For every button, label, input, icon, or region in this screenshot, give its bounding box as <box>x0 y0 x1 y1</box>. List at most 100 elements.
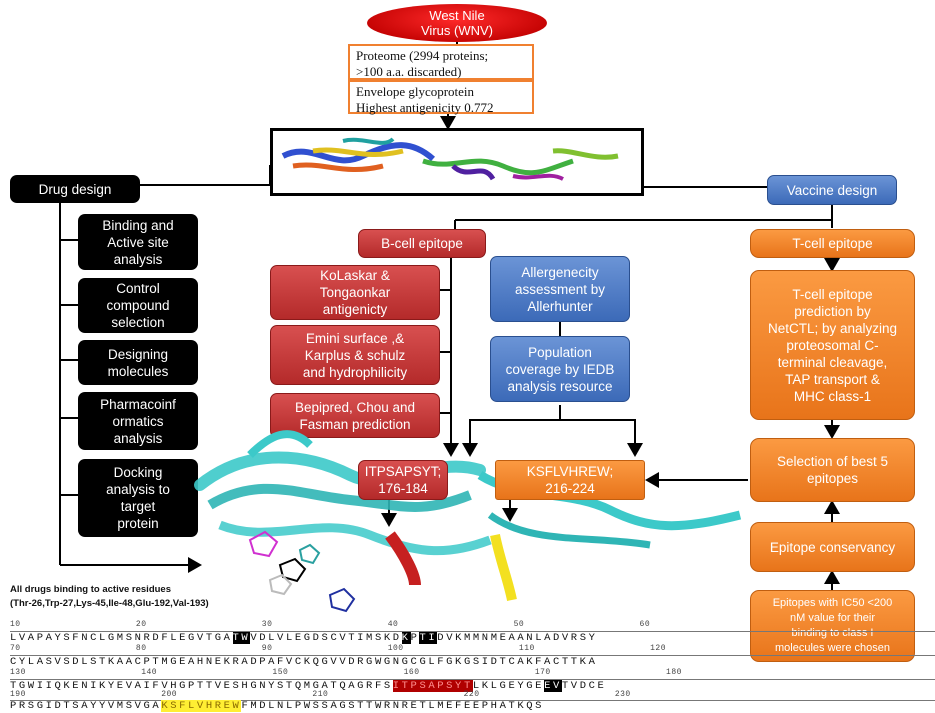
t-pred-line3: NetCTL; by analyzing <box>767 320 898 336</box>
ic50-box: Epitopes with IC50 <200 nM value for the… <box>750 590 915 662</box>
drug-step-1-line1: Binding and <box>102 217 174 233</box>
seq4-hl-t-epitope: KSFLVHREW <box>161 700 242 712</box>
drug-step-2: Control compound selection <box>78 278 198 333</box>
b-cell-epitope-strand <box>385 531 421 586</box>
sequence-ticks-4: 190 200 210 220 230 <box>10 690 631 699</box>
drug-step-5-line3: target <box>120 499 156 514</box>
ic50-line4: molecules were chosen <box>775 642 890 654</box>
sequence-row-1: LVAPAYSFNCLGMSNRDFLEGVTGATWVDLVLEGDSCVTI… <box>10 632 598 644</box>
drug-step-1-line2: Active site <box>107 234 169 250</box>
selection-line1: Selection of best 5 <box>776 454 889 469</box>
drug-step-5: Docking analysis to target protein <box>78 459 198 537</box>
ic50-line1: Epitopes with IC50 <200 <box>772 597 893 609</box>
t-pred-line1: T-cell epitope <box>792 286 873 302</box>
drug-step-5-line2: analysis to <box>106 482 170 497</box>
b-method-3-line2: Fasman prediction <box>299 416 411 432</box>
root-node-wnv: West Nile Virus (WNV) <box>367 4 547 42</box>
seq1-b: VDLVLEGDSCVTIMSKD <box>250 632 402 644</box>
drug-step-5-line4: protein <box>117 516 159 531</box>
allergen-line2: assessment by <box>514 281 606 297</box>
allergen-line3: Allerhunter <box>527 298 593 314</box>
t-pred-line6: TAP transport & <box>785 371 880 387</box>
selection-best-epitopes-box: Selection of best 5 epitopes <box>750 438 915 502</box>
drugs-binding-line1: All drugs binding to active residues <box>10 584 171 595</box>
drugs-binding-line2: (Thr-26,Trp-27,Lys-45,Ile-48,Glu-192,Val… <box>10 598 209 609</box>
drug-step-4-line2: ormatics <box>112 413 164 429</box>
drug-step-1-line3: analysis <box>113 251 163 267</box>
seq3-a: TGWIIQKENIKYEVAIFVHGPTTVESHGNYSTQMGATQAG… <box>10 680 393 692</box>
root-line2: Virus (WNV) <box>421 23 493 38</box>
proteome-box: Proteome (2994 proteins; >100 a.a. disca… <box>348 44 534 80</box>
sequence-ruler-1 <box>10 631 935 632</box>
b-cell-method-2: Emini surface ,& Karplus & schulz and hy… <box>270 325 440 385</box>
seq3-b: LKLGEYGE <box>472 680 545 692</box>
root-line1: West Nile <box>429 8 485 23</box>
population-line1: Population <box>528 344 592 360</box>
envelope-structure-image <box>270 128 644 196</box>
drug-step-4-line3: analysis <box>113 430 163 446</box>
seq1-hl-tw: TW <box>232 632 251 644</box>
t-epitope-line2: 216-224 <box>545 481 595 496</box>
b-method-2-line1: Emini surface ,& <box>305 330 405 346</box>
sequence-row-2: CYLASVSDLSTKAACPTMGEAHNEKRADPAFVCKQGVVDR… <box>10 656 598 668</box>
drug-design-label: Drug design <box>38 181 112 197</box>
t-epitope-line1: KSFLVHREW; <box>526 464 614 479</box>
population-line3: analysis resource <box>507 378 613 394</box>
protein-ribbon-graphic <box>281 137 619 181</box>
vaccine-design-label: Vaccine design <box>786 182 878 198</box>
seq4-b: FMDLNLPWSSAGSTTWRNRETLMEFEEPHATKQS <box>241 700 545 712</box>
seq1-c: P <box>410 632 420 644</box>
b-method-3-line1: Bepipred, Chou and <box>294 399 416 415</box>
t-pred-line2: prediction by <box>794 303 871 319</box>
allergenicity-box: Allergenecity assessment by Allerhunter <box>490 256 630 322</box>
b-cell-method-1: KoLaskar & Tongaonkar antigenicty <box>270 265 440 320</box>
t-pred-line7: MHC class-1 <box>793 388 872 404</box>
proteome-line1: Proteome (2994 proteins; <box>356 48 489 63</box>
b-method-1-line3: antigenicty <box>322 302 388 317</box>
seq3-c: TVDCE <box>561 680 607 692</box>
seq1-a: LVAPAYSFNCLGMSNRDFLEGVTGA <box>10 632 233 644</box>
population-coverage-box: Population coverage by IEDB analysis res… <box>490 336 630 402</box>
ic50-line2: nM value for their <box>790 612 875 624</box>
b-cell-method-3: Bepipred, Chou and Fasman prediction <box>270 393 440 438</box>
b-cell-label: B-cell epitope <box>381 236 463 251</box>
drugs-binding-caption: All drugs binding to active residues (Th… <box>10 583 310 611</box>
b-method-1-line1: KoLaskar & <box>320 268 390 283</box>
t-cell-label: T-cell epitope <box>792 236 873 251</box>
epitope-conservancy-box: Epitope conservancy <box>750 522 915 572</box>
t-cell-selected-epitope: KSFLVHREW; 216-224 <box>495 460 645 500</box>
drug-step-4-line1: Pharmacoinf <box>100 396 176 412</box>
drug-step-3: Designing molecules <box>78 340 198 385</box>
vaccine-design-header: Vaccine design <box>767 175 897 205</box>
b-method-1-line2: Tongaonkar <box>319 285 391 300</box>
seq1-hl-t: T <box>419 632 429 644</box>
sequence-row-3: TGWIIQKENIKYEVAIFVHGPTTVESHGNYSTQMGATQAG… <box>10 680 606 692</box>
sequence-ticks-2: 70 80 90 100 110 120 <box>10 644 667 653</box>
t-cell-epitope-strand <box>490 534 517 602</box>
drug-step-4: Pharmacoinf ormatics analysis <box>78 392 198 450</box>
b-method-2-line2: Karplus & schulz <box>304 347 406 363</box>
t-pred-line5: terminal cleavage, <box>777 354 888 370</box>
b-cell-epitope-box: B-cell epitope <box>358 229 486 258</box>
t-pred-line4: proteosomal C- <box>786 337 879 353</box>
drug-step-5-line1: Docking <box>113 465 163 480</box>
t-cell-prediction-box: T-cell epitope prediction by NetCTL; by … <box>750 270 915 420</box>
drug-step-3-line2: molecules <box>107 363 169 379</box>
drug-step-2-line2: compound <box>106 298 170 313</box>
drug-step-3-line1: Designing <box>107 346 169 362</box>
envelope-line2: Highest antigenicity 0.772 <box>356 100 494 115</box>
seq1-hl-k: K <box>401 632 411 644</box>
b-epitope-line2: 176-184 <box>378 481 428 496</box>
sequence-ticks-1: 10 20 30 40 50 60 <box>10 620 651 629</box>
drug-step-1: Binding and Active site analysis <box>78 214 198 270</box>
seq1-hl-i: I <box>428 632 438 644</box>
selection-line2: epitopes <box>806 471 859 486</box>
sequence-panel: 10 20 30 40 50 60 LVAPAYSFNCLGMSNRDFLEGV… <box>10 620 935 713</box>
sequence-ticks-3: 130 140 150 160 170 180 <box>10 668 682 677</box>
proteome-line2: >100 a.a. discarded) <box>356 64 462 79</box>
sequence-ruler-4 <box>10 700 935 701</box>
drug-design-header: Drug design <box>10 175 140 203</box>
sequence-row-4: PRSGIDTSAYYVMSVGAKSFLVHREWFMDLNLPWSSAGST… <box>10 700 544 712</box>
sequence-ruler-2 <box>10 655 935 656</box>
